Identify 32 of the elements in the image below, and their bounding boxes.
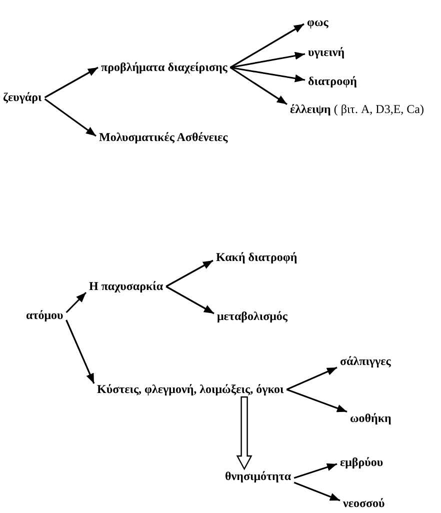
node-text: υγιεινή xyxy=(305,45,348,60)
arrow xyxy=(66,292,87,314)
arrow xyxy=(230,66,306,82)
node-text: σάλπιγγες xyxy=(337,354,394,369)
arrow xyxy=(44,98,96,137)
node-text: θνησιμότητα xyxy=(222,469,294,484)
arrow xyxy=(230,52,306,68)
arrow xyxy=(286,388,348,413)
node-text: Η παχυσαρκία xyxy=(86,279,166,294)
node-text: διατροφή xyxy=(305,74,360,89)
node-text: φως xyxy=(304,15,332,30)
arrow xyxy=(66,320,95,384)
arrow xyxy=(230,23,304,68)
node-text: ζευγάρι xyxy=(0,90,45,105)
node-text: εμβρύου xyxy=(337,455,386,470)
arrow xyxy=(166,286,214,314)
node-text: Μολυσματικές Ασθένειες xyxy=(96,130,231,145)
node-text: έλλειψη ( βιτ. A, D3,E, Ca) xyxy=(287,102,427,117)
node-text: Κύστεις, φλεγμονή, λοιμώξεις, όγκοι xyxy=(94,382,287,397)
node-text: ωοθήκη xyxy=(347,411,394,426)
hollow-arrow xyxy=(236,396,252,470)
node-text: ατόμου xyxy=(23,308,66,323)
node-text: νεοσσού xyxy=(340,496,388,511)
arrow xyxy=(294,482,340,502)
node-text: προβλήματα διαχείρισης xyxy=(98,60,230,75)
arrow xyxy=(166,260,214,288)
arrow xyxy=(230,66,288,105)
node-text: Κακή διατροφή xyxy=(213,250,300,265)
node-text: μεταβολισμός xyxy=(214,309,290,324)
arrow xyxy=(44,66,98,98)
arrow xyxy=(286,366,338,390)
arrow xyxy=(294,463,338,479)
